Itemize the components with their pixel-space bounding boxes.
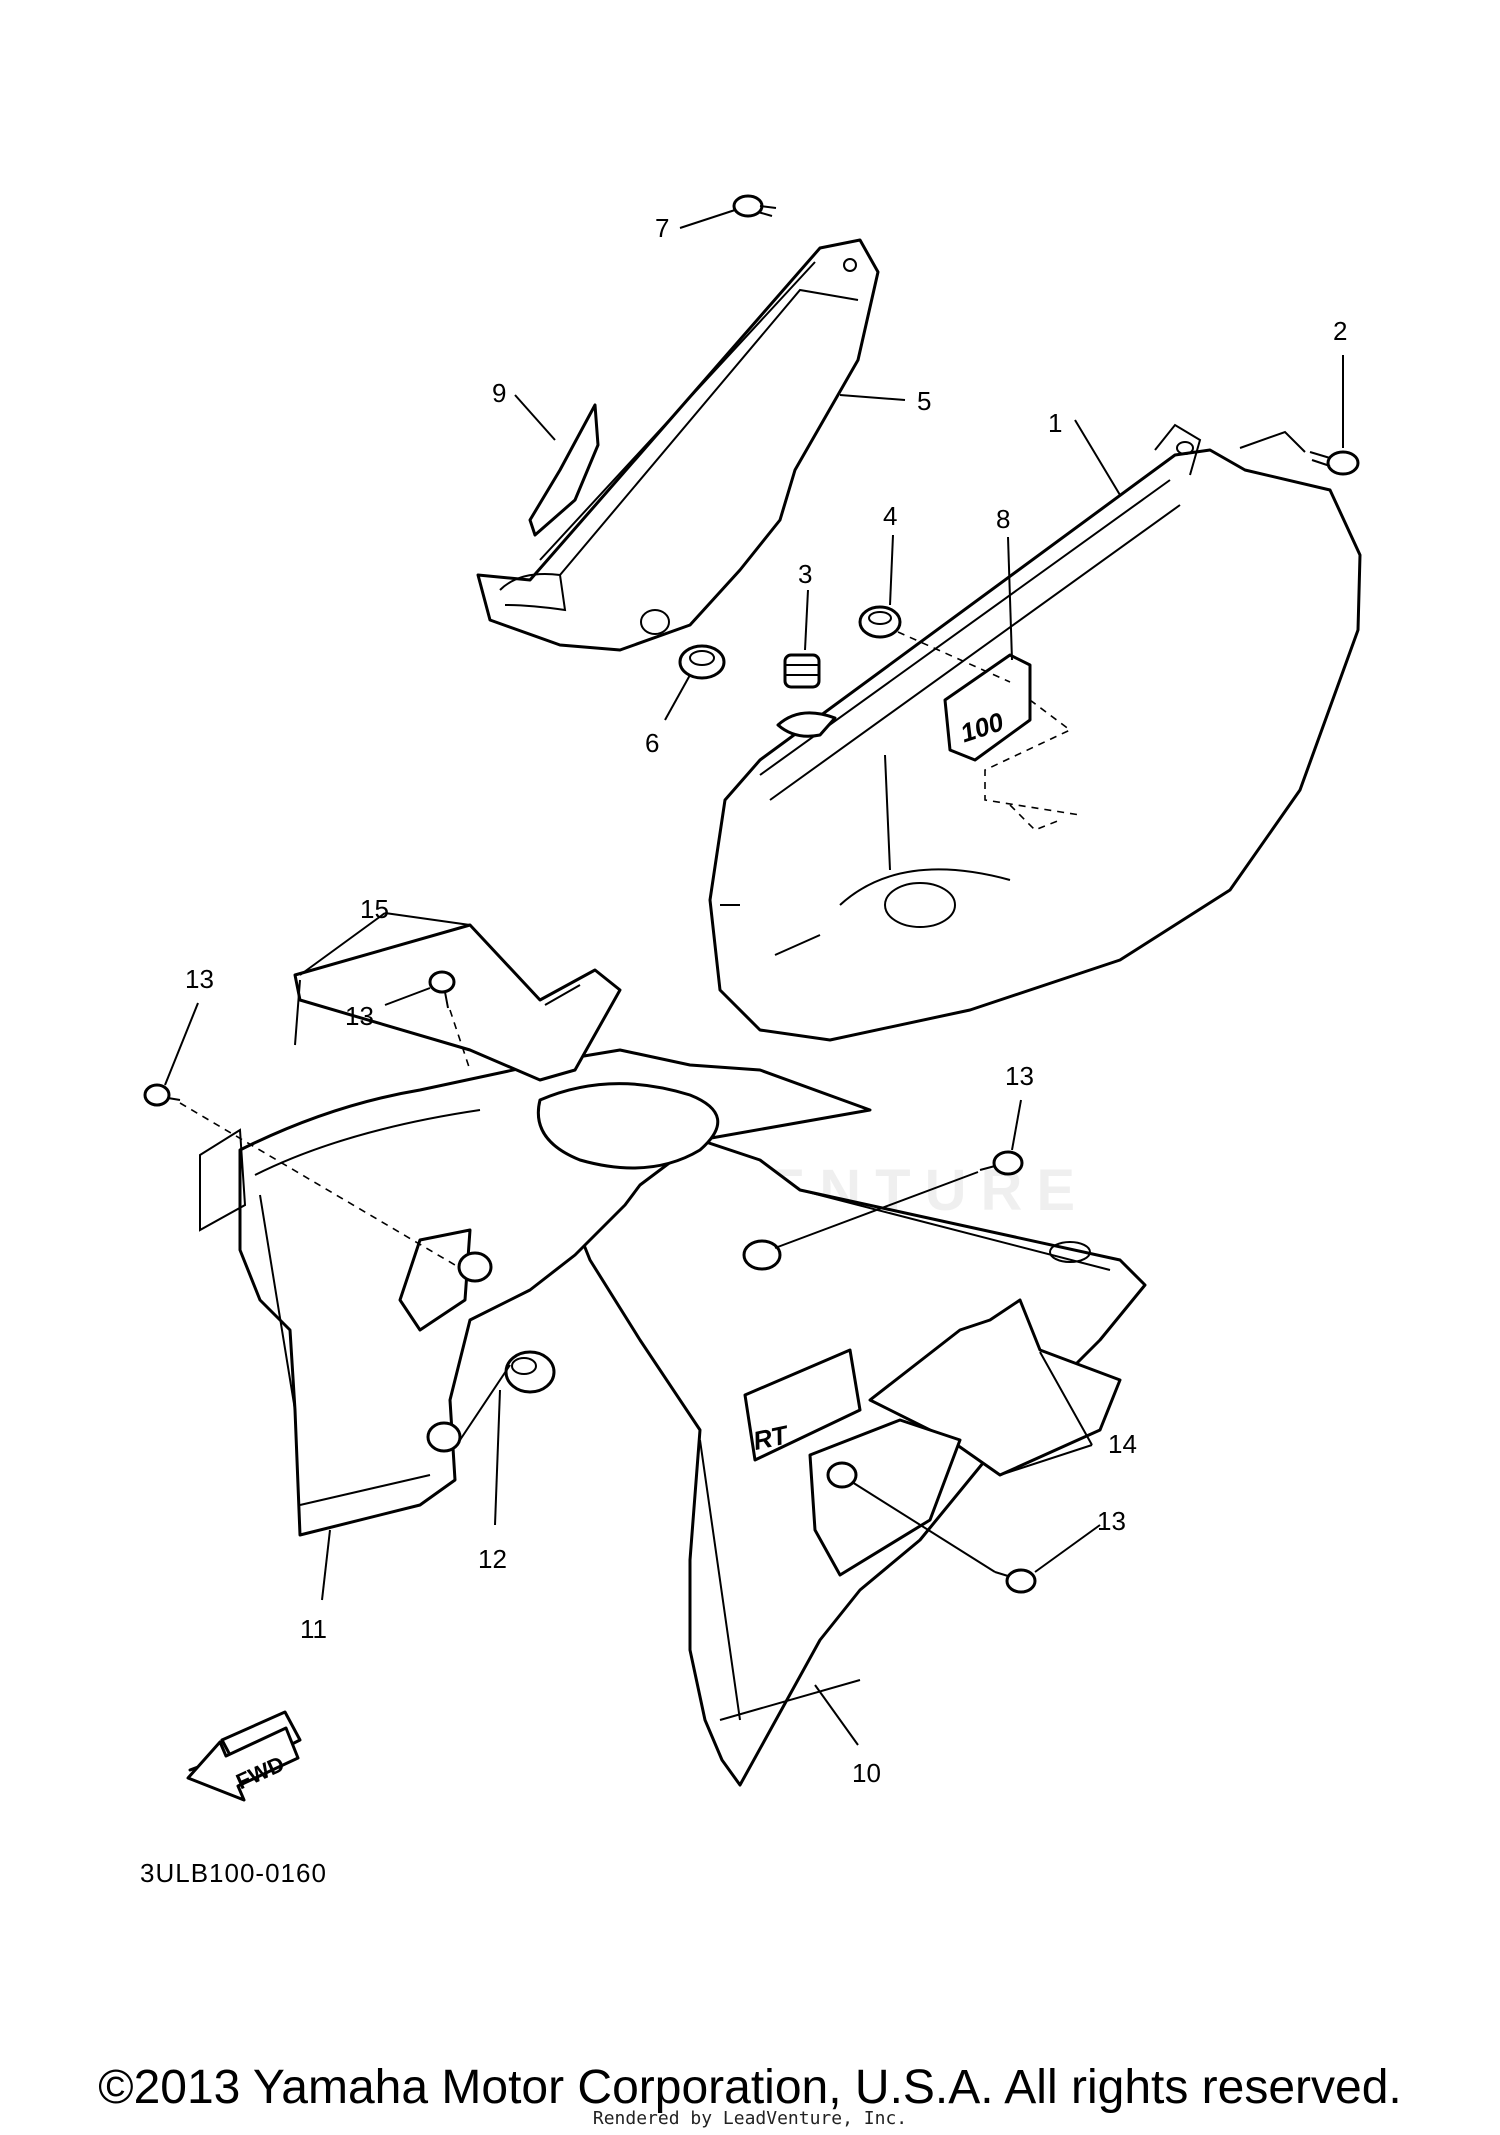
leader-6 xyxy=(664,674,691,721)
leader-1 xyxy=(1074,419,1121,496)
part-13-screw-a xyxy=(143,1083,181,1107)
callout-9: 9 xyxy=(492,378,506,408)
leader-9 xyxy=(514,394,556,441)
callout-7: 7 xyxy=(655,213,669,243)
leader-8 xyxy=(1007,536,1013,661)
callout-10: 10 xyxy=(852,1758,881,1788)
leader-5 xyxy=(839,394,906,401)
callout-8: 8 xyxy=(996,504,1010,534)
leader-3 xyxy=(804,589,809,651)
part-15-bracket xyxy=(293,923,622,1082)
assembly-line-13a xyxy=(179,1102,456,1266)
part-2-screw xyxy=(1309,450,1360,476)
part-13-screw-d xyxy=(994,1568,1037,1594)
part-11-inner-panel xyxy=(199,1048,872,1537)
leader-11 xyxy=(321,1529,331,1601)
fwd-arrow-icon: FWD xyxy=(186,1710,302,1802)
rendered-by-notice: Rendered by LeadVenture, Inc. xyxy=(592,2108,908,2129)
diagram-code: 3ULB100-0160 xyxy=(140,1858,327,1888)
callout-6: 6 xyxy=(645,728,659,758)
callout-13c: 13 xyxy=(1005,1061,1034,1091)
callout-1: 1 xyxy=(1048,408,1062,438)
leader-13c xyxy=(1011,1099,1022,1151)
leader-13a xyxy=(164,1002,199,1086)
assembly-line-13d xyxy=(851,1481,996,1573)
callout-13d: 13 xyxy=(1097,1506,1126,1536)
part-9-clip xyxy=(528,403,600,537)
part-7-screw xyxy=(732,194,777,218)
part-6-grommet xyxy=(678,644,726,680)
part-10-fairing: RT xyxy=(543,1102,1147,1787)
leader-12 xyxy=(494,1389,501,1526)
leader-15 xyxy=(299,912,471,976)
copyright-notice: ©2013 Yamaha Motor Corporation, U.S.A. A… xyxy=(98,2061,1402,2114)
leader-7 xyxy=(679,209,736,229)
callout-13b: 13 xyxy=(345,1001,374,1031)
assembly-line-13c xyxy=(774,1171,979,1249)
callout-2: 2 xyxy=(1333,316,1347,346)
callout-5: 5 xyxy=(917,386,931,416)
assembly-line-2 xyxy=(1239,430,1306,453)
part-13-screw-b xyxy=(428,970,456,1009)
callout-13a: 13 xyxy=(185,964,214,994)
leader-4 xyxy=(889,534,894,606)
part-3-spring xyxy=(776,653,837,738)
leader-14 xyxy=(999,1351,1093,1476)
leader-10 xyxy=(814,1684,859,1746)
leader-13b xyxy=(384,987,431,1006)
callout-4: 4 xyxy=(883,501,897,531)
callout-11: 11 xyxy=(300,1614,327,1644)
callout-15: 15 xyxy=(360,894,389,924)
part-5-inner-panel xyxy=(476,238,880,652)
leader-13d xyxy=(1034,1524,1101,1573)
callout-12: 12 xyxy=(478,1544,507,1574)
assembly-line-13b xyxy=(449,1009,471,1071)
assembly-line-12 xyxy=(459,1364,511,1441)
decal-rt: RT xyxy=(743,1348,862,1462)
part-4-grommet xyxy=(858,605,902,639)
part-13-screw-c xyxy=(979,1150,1024,1176)
callout-3: 3 xyxy=(798,559,812,589)
callout-14: 14 xyxy=(1108,1429,1137,1459)
part-12-grommet xyxy=(504,1350,556,1394)
